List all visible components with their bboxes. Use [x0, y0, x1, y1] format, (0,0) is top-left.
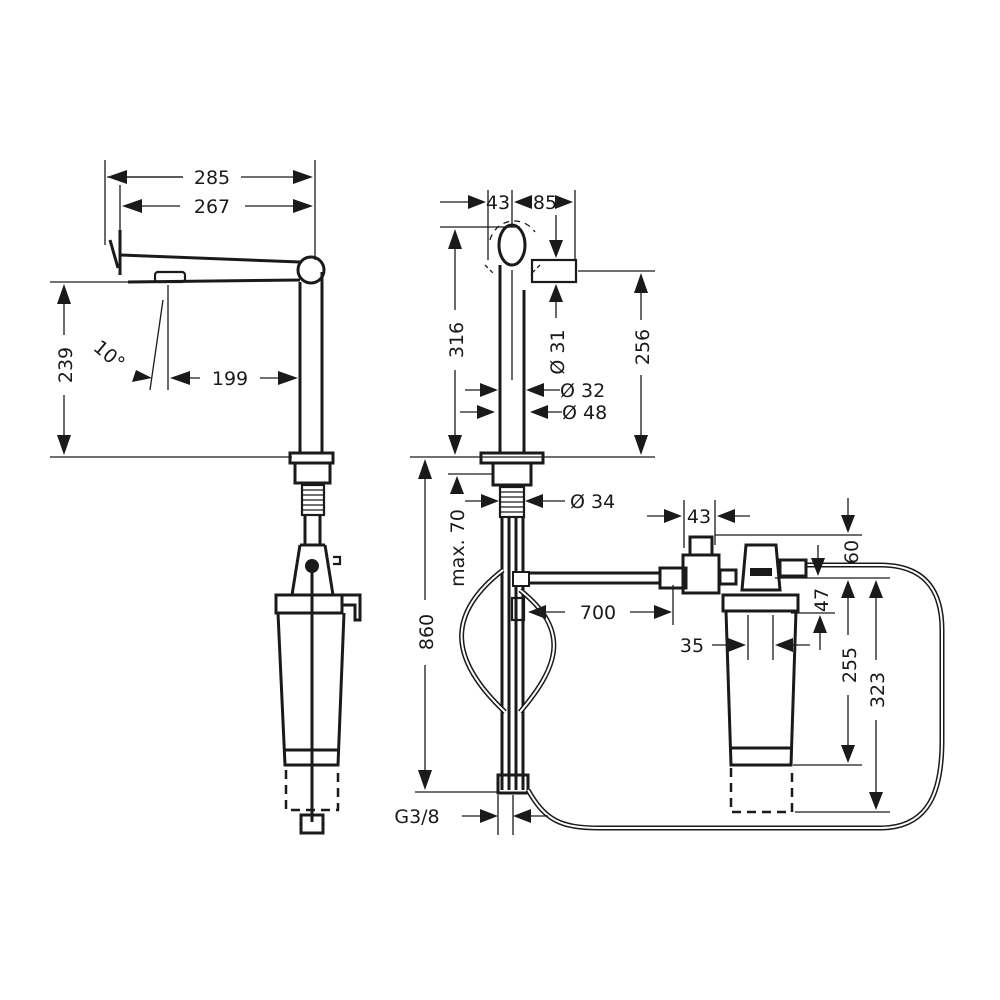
hose-left: [459, 568, 507, 714]
dim-inlet-spacing: 35: [680, 635, 704, 657]
tap-body: [298, 272, 324, 453]
valve-head: [688, 535, 714, 557]
dim-connection-thread: G3/8: [394, 806, 439, 828]
dim-overall-reach: 285: [194, 167, 230, 189]
dim-max-deck-thickness: max. 70: [447, 509, 469, 587]
supply-hose: [529, 571, 660, 585]
dim-spout-reach: 267: [194, 196, 230, 218]
dim-hose-length: 860: [416, 614, 438, 650]
dim-thread-diameter: Ø 34: [570, 491, 615, 513]
side-view: 285 267 239 10° 199: [50, 160, 362, 835]
spout-outlet: [530, 258, 578, 284]
dim-total-height: 316: [446, 322, 468, 358]
filter-cartridge: [724, 610, 798, 767]
pivot-joint: [296, 255, 326, 285]
dim-spout-diameter: Ø 31: [547, 329, 569, 374]
jug-handle: [276, 593, 362, 622]
dim-supply-hose-length: 700: [580, 602, 616, 624]
dim-spout-offset: 85: [533, 192, 557, 214]
dim-outlet-height: 256: [632, 329, 654, 365]
filter-head: [740, 543, 782, 592]
flow-valve: [681, 553, 721, 595]
aerator: [153, 270, 187, 284]
cartridge-removal-clearance: [729, 768, 794, 814]
spout-tip: [108, 230, 122, 275]
spout-arm: [119, 253, 301, 284]
dim-head-height: 60: [841, 540, 863, 564]
dim-outlet-reach: 199: [212, 368, 248, 390]
dim-body-diameter: Ø 32: [560, 380, 605, 402]
dim-valve-width: 43: [687, 506, 711, 528]
filter-collar: [721, 593, 800, 613]
dim-spray-angle: 10°: [89, 336, 129, 375]
filter-unit: 43 60 47 35 255 323: [647, 498, 890, 814]
dim-spout-height: 239: [55, 347, 77, 383]
dim-cartridge-height: 255: [839, 647, 861, 683]
lever-handle: [497, 223, 527, 267]
dim-handle-offset: 43: [486, 192, 510, 214]
front-view: 43 85 316 256 Ø 31 Ø 32 Ø 48 Ø 34 max. 7…: [394, 190, 945, 835]
dim-base-diameter: Ø 48: [562, 402, 607, 424]
dim-head-offset: 47: [811, 588, 833, 612]
dim-removal-height: 323: [867, 672, 889, 708]
